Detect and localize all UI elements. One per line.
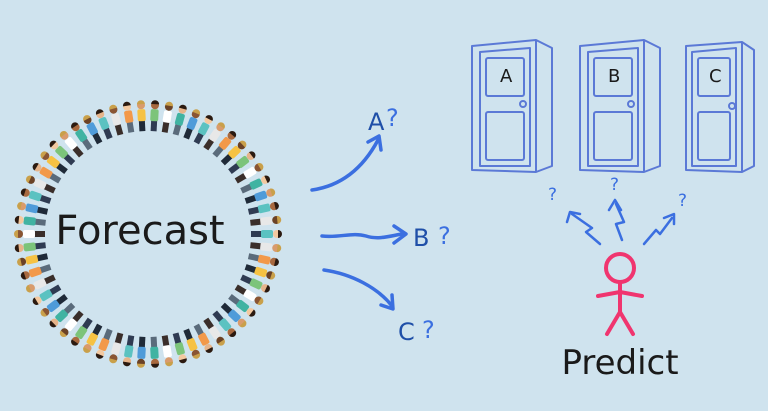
crowd-person (193, 323, 213, 353)
predict-question-mark-middle: ? (610, 175, 619, 195)
crowd-ring (14, 100, 282, 368)
crowd-person (83, 115, 103, 145)
stick-figure-legs (605, 310, 635, 336)
stick-figure-arms (596, 290, 644, 298)
forecast-label: Forecast (55, 208, 224, 254)
crowd-person (203, 122, 225, 151)
crowd-person (20, 188, 52, 204)
crowd-person (150, 100, 160, 132)
crowd-person (32, 163, 62, 184)
crowd-person (26, 274, 56, 293)
outcome-c-letter: C (398, 318, 415, 346)
crowd-person (17, 202, 49, 215)
crowd-person (71, 317, 93, 346)
crowd-person (244, 264, 276, 280)
crowd-person (212, 310, 237, 338)
door-c-letter: C (709, 66, 722, 87)
zigzag-arrow-middle-head (607, 198, 623, 212)
crowd-person (247, 253, 279, 266)
door-b-letter: B (608, 66, 620, 87)
crowd-person (136, 100, 146, 132)
crowd-person (17, 253, 49, 266)
crowd-person (161, 101, 173, 133)
crowd-person (234, 284, 264, 305)
zigzag-arrow-right (642, 216, 674, 246)
zigzag-arrow-left-head (565, 210, 582, 224)
door-a (471, 39, 553, 173)
crowd-person (136, 336, 146, 368)
predict-question-mark-right: ? (678, 191, 687, 211)
arrow-to-c (322, 268, 394, 308)
crowd-person (212, 130, 237, 158)
crowd-person (183, 328, 201, 359)
crowd-person (20, 264, 52, 280)
door-b (579, 39, 661, 173)
outcome-c-question-mark: ? (422, 316, 435, 344)
crowd-person (83, 323, 103, 353)
crowd-person (14, 215, 46, 226)
stick-figure-head (604, 252, 636, 284)
crowd-person (172, 104, 187, 136)
crowd-person (109, 104, 124, 136)
crowd-person (247, 202, 279, 215)
crowd-person (220, 302, 247, 328)
outcome-a-question-mark: ? (386, 104, 399, 132)
crowd-person (59, 130, 84, 158)
crowd-person (251, 230, 282, 238)
zigzag-arrow-right-head (662, 212, 676, 226)
outcome-a-letter: A (368, 108, 385, 136)
crowd-person (183, 109, 201, 140)
door-c (685, 41, 755, 173)
crowd-person (150, 336, 160, 368)
crowd-person (228, 293, 256, 317)
crowd-person (32, 284, 62, 305)
arrow-to-b (320, 232, 404, 240)
predict-question-mark-left: ? (548, 185, 557, 205)
crowd-person (40, 151, 68, 175)
crowd-person (244, 188, 276, 204)
crowd-person (26, 175, 56, 194)
crowd-person (220, 140, 247, 166)
crowd-person (123, 335, 135, 367)
crowd-person (234, 163, 264, 184)
crowd-person (40, 293, 68, 317)
crowd-person (49, 140, 76, 166)
arrow-head-a (366, 134, 383, 152)
crowd-person (228, 151, 256, 175)
outcome-b-letter: B (413, 224, 429, 252)
crowd-person (250, 215, 282, 226)
crowd-person (95, 328, 113, 359)
crowd-person (14, 230, 45, 238)
crowd-person (172, 332, 187, 364)
crowd-person (14, 242, 46, 253)
crowd-person (49, 302, 76, 328)
crowd-person (250, 242, 282, 253)
door-a-letter: A (500, 66, 513, 87)
crowd-person (193, 115, 213, 145)
arrow-head-b (392, 224, 408, 245)
crowd-person (109, 332, 124, 364)
crowd-person (161, 335, 173, 367)
crowd-person (59, 310, 84, 338)
crowd-person (71, 122, 93, 151)
predict-label: Predict (561, 343, 678, 383)
arrow-to-a (310, 138, 380, 192)
arrow-head-c (379, 293, 395, 311)
crowd-person (95, 109, 113, 140)
outcome-b-question-mark: ? (438, 222, 451, 250)
crowd-person (123, 101, 135, 133)
zigzag-arrow-middle (614, 202, 626, 242)
stick-figure (596, 252, 644, 336)
crowd-person (240, 175, 270, 194)
zigzag-arrow-left (570, 212, 602, 246)
crowd-person (203, 317, 225, 346)
crowd-person (240, 274, 270, 293)
